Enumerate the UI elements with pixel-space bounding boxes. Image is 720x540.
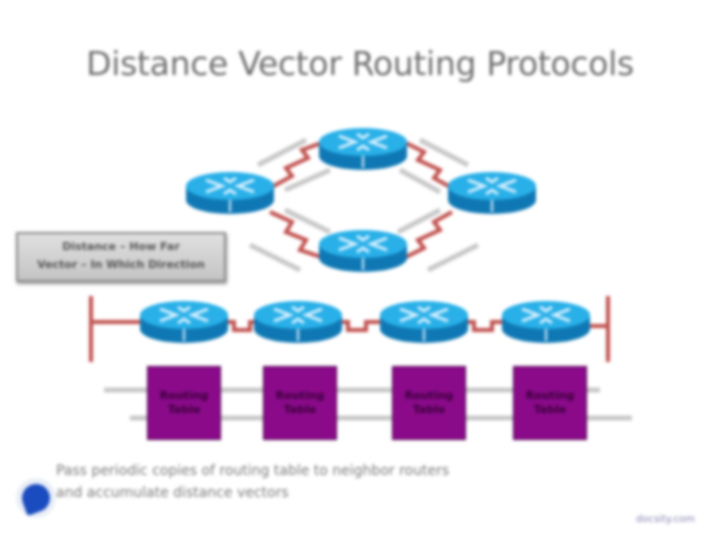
router-icon: [378, 299, 470, 345]
router-icon: [317, 126, 409, 172]
logo-icon: [16, 478, 56, 518]
routing-table-box: Routing Table: [513, 366, 587, 440]
router-icon: [500, 299, 592, 345]
routing-table-box: Routing Table: [392, 366, 466, 440]
update-arrows: [248, 137, 480, 273]
label-line-vector: Vector – In Which Direction: [37, 258, 205, 271]
bullet-text: Pass periodic copies of routing table to…: [56, 463, 450, 501]
routing-table-label: Routing: [159, 389, 209, 402]
chain-links: [89, 296, 610, 362]
router-icon: [138, 299, 230, 345]
routing-table-label: Routing: [525, 389, 575, 402]
router-icon: [317, 228, 409, 274]
router-icon: [184, 170, 276, 216]
routing-table-box: Routing Table: [263, 366, 337, 440]
slide-title: Distance Vector Routing Protocols: [86, 44, 634, 83]
router-icon: [252, 299, 344, 345]
label-line-distance: Distance – How Far: [62, 240, 180, 253]
serial-links: [269, 140, 453, 260]
routing-table-label: Table: [167, 403, 201, 416]
routing-table-label: Routing: [275, 389, 325, 402]
router-icon: [446, 170, 538, 216]
routing-table-label: Table: [412, 403, 446, 416]
routing-table-label: Routing: [404, 389, 454, 402]
distance-vector-label: Distance – How Far Vector – In Which Dir…: [16, 232, 226, 282]
routing-table-label: Table: [533, 403, 567, 416]
routing-table-label: Table: [283, 403, 317, 416]
routing-table-box: Routing Table: [147, 366, 221, 440]
watermark: docsity.com: [636, 514, 695, 525]
